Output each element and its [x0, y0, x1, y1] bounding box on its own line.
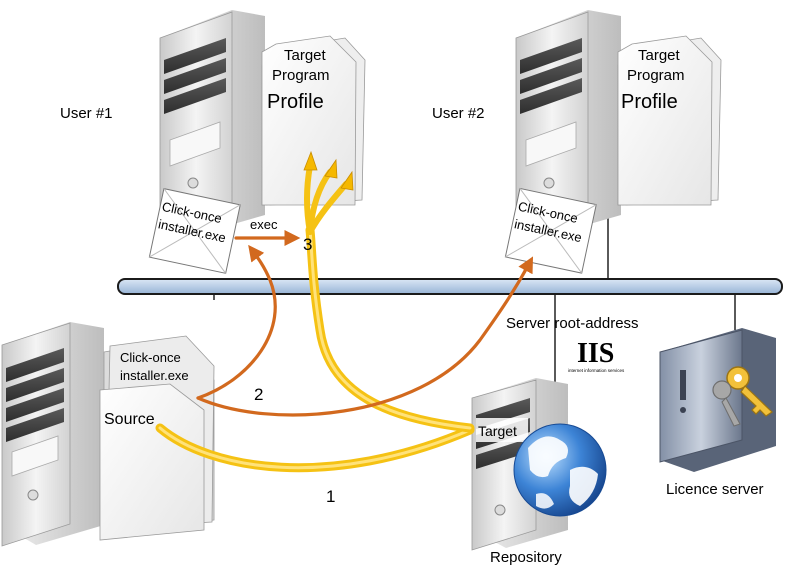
exec-label: exec: [250, 217, 278, 232]
orange-flows: [196, 230, 534, 417]
user2-installer: Click-once installer.exe: [504, 187, 597, 274]
source-installer-line2: installer.exe: [120, 368, 189, 383]
user1-doc-program: Program: [272, 67, 330, 84]
user2-label: User #2: [432, 105, 485, 122]
iis-logo: IIS internet information services: [568, 338, 625, 373]
user1-installer: Click-once installer.exe: [148, 188, 241, 274]
server-root-address-label: Server root-address: [506, 315, 639, 332]
user2-doc-profile: Profile: [621, 91, 678, 113]
step1-label: 1: [326, 487, 335, 506]
licence-server-label: Licence server: [666, 481, 764, 498]
user2-server: Target Program Profile Click-once instal…: [504, 10, 722, 274]
yellow-arrowheads: [303, 150, 354, 191]
source-doc-label: Source: [104, 411, 155, 428]
source-documents: Click-once installer.exe Source: [99, 335, 215, 541]
repository-label: Repository: [490, 549, 562, 566]
user2-doc-target: Target: [638, 47, 681, 64]
iis-logo-text: IIS: [577, 338, 614, 369]
source-installer-line1: Click-once: [120, 350, 181, 365]
step3-label: 3: [303, 235, 312, 254]
key-icon: [712, 366, 773, 427]
user1-label: User #1: [60, 105, 113, 122]
repository-doc-target: Target: [478, 423, 517, 439]
iis-tagline: internet information services: [568, 368, 625, 373]
step2-label: 2: [254, 385, 263, 404]
user2-doc-program: Program: [627, 67, 685, 84]
globe-icon: [513, 423, 607, 517]
network-bus: [117, 200, 783, 388]
licence-server: [659, 328, 776, 472]
repository-server: Target: [471, 378, 607, 551]
user1-doc-profile: Profile: [267, 91, 324, 113]
user2-documents: Target Program Profile: [617, 35, 722, 206]
user1-doc-target: Target: [284, 47, 327, 64]
user1-server: Target Program Profile Click-once instal…: [148, 10, 366, 274]
source-server: Click-once installer.exe Source: [1, 322, 215, 547]
